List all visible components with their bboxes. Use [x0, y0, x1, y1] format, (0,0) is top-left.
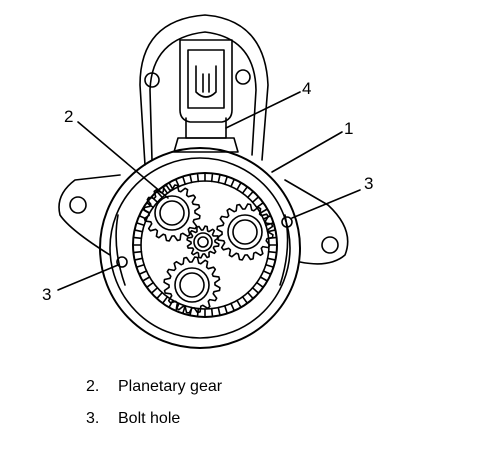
- ring-tooth: [136, 263, 145, 268]
- legend-number: 2.: [86, 378, 100, 395]
- ring-tooth: [265, 263, 274, 268]
- planet-bottom-teeth: [163, 256, 221, 314]
- ring-tooth: [142, 276, 151, 282]
- ring-tooth: [259, 276, 268, 282]
- legend-item-3: 3. Bolt hole: [86, 410, 180, 428]
- ring-tooth: [134, 229, 144, 233]
- planet-right-hub-1: [232, 219, 258, 245]
- ring-tooth: [259, 208, 268, 214]
- ring-tooth: [175, 179, 180, 188]
- planetary-gear-right: [216, 203, 274, 261]
- sun-gear-teeth: [186, 225, 220, 259]
- leader-1: [271, 131, 343, 173]
- ring-tooth: [236, 299, 242, 308]
- ring-tooth: [251, 286, 259, 294]
- planet-top-hub-0: [154, 195, 190, 231]
- ring-tooth: [267, 250, 277, 254]
- ring-tooth: [210, 173, 214, 183]
- callout-1: 1: [344, 119, 354, 138]
- ring-tooth: [247, 191, 254, 199]
- planet-bottom-hub-1: [179, 272, 205, 298]
- ring-tooth: [133, 236, 143, 240]
- planetary-gear-top: [143, 184, 201, 242]
- leader-3-right: [291, 189, 361, 219]
- leader-2: [77, 121, 169, 199]
- terminal-fork: [179, 39, 233, 123]
- callout-4: 4: [302, 79, 312, 98]
- bracket-bolt-left: [144, 72, 160, 88]
- legend-text: Planetary gear: [118, 378, 223, 395]
- ring-tooth: [156, 291, 163, 299]
- ring-tooth: [133, 250, 143, 254]
- ring-tooth: [224, 176, 228, 185]
- ring-tooth: [241, 186, 248, 194]
- ring-tooth: [189, 174, 193, 184]
- ring-tooth: [230, 302, 235, 311]
- ring-tooth: [146, 281, 154, 288]
- ring-tooth: [156, 191, 163, 199]
- ring-tooth: [162, 295, 169, 304]
- ring-tooth: [139, 270, 148, 275]
- bolt-hole-left: [116, 256, 128, 268]
- ring-tooth: [236, 182, 242, 191]
- callout-3-left: 3: [42, 285, 52, 304]
- ring-tooth: [134, 257, 144, 261]
- callout-3-right: 3: [364, 174, 374, 193]
- ring-gear-teeth: [133, 173, 277, 317]
- ring-gear: [132, 172, 278, 318]
- leader-3-left: [57, 264, 119, 291]
- mounting-flange: [58, 174, 349, 265]
- legend-item-2: 2. Planetary gear: [86, 378, 222, 396]
- ring-tooth: [251, 196, 259, 203]
- legend-number: 3.: [86, 410, 100, 427]
- ring-tooth: [151, 286, 159, 294]
- ring-tooth: [266, 257, 276, 261]
- ring-tooth: [262, 270, 271, 275]
- bolt-hole-right: [281, 216, 293, 228]
- ring-tooth: [224, 305, 228, 314]
- ring-tooth: [217, 306, 221, 316]
- callout-2: 2: [64, 107, 74, 126]
- sun-gear-hub-1: [197, 236, 209, 248]
- ring-tooth: [136, 222, 145, 226]
- sun-gear-hub-0: [193, 232, 213, 252]
- planet-right-teeth: [216, 203, 274, 261]
- legend-text: Bolt hole: [118, 410, 181, 427]
- planet-right-hub-0: [227, 214, 263, 250]
- planetary-gear-bottom: [163, 256, 221, 314]
- ring-tooth: [196, 173, 200, 183]
- ring-tooth: [255, 281, 264, 288]
- housing-inner: [109, 157, 291, 339]
- housing-outer: [99, 147, 301, 349]
- bracket-bolt-right: [235, 69, 251, 85]
- planet-top-hub-1: [159, 200, 185, 226]
- flange-hole-left: [69, 196, 87, 214]
- ring-tooth: [241, 295, 248, 304]
- ring-tooth: [210, 307, 214, 317]
- ring-tooth: [247, 291, 254, 299]
- planet-bottom-hub-0: [174, 267, 210, 303]
- sun-gear: [186, 225, 220, 259]
- ring-tooth: [230, 179, 235, 188]
- flange-hole-right: [321, 236, 339, 254]
- ring-tooth: [217, 174, 221, 184]
- top-bracket: [139, 14, 269, 166]
- leader-4: [225, 91, 301, 129]
- ring-tooth: [182, 176, 186, 185]
- planet-top-teeth: [143, 184, 201, 242]
